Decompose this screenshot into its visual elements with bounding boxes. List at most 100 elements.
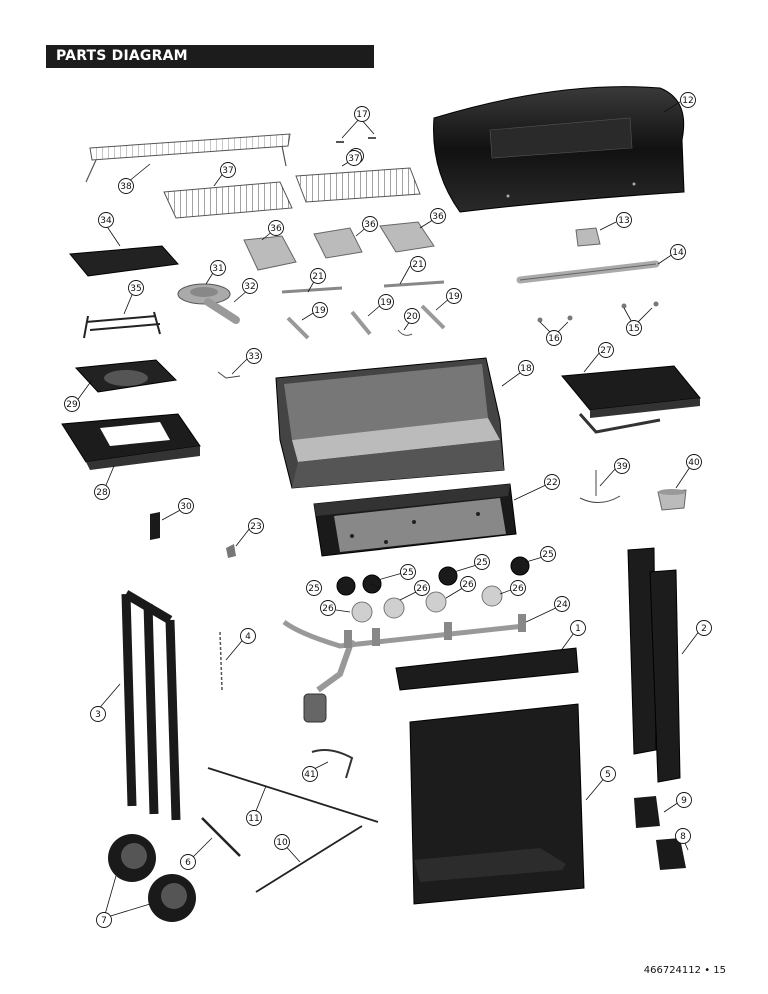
callout-label: 37: [348, 154, 359, 164]
callout-label: 35: [130, 284, 141, 294]
part-electrode: [217, 371, 241, 379]
callout-label: 25: [476, 558, 487, 568]
callout-23: 23: [248, 518, 264, 534]
callout-33: 33: [246, 348, 262, 364]
callout-31: 31: [210, 260, 226, 276]
callout-label: 14: [672, 248, 684, 258]
callout-label: 31: [212, 264, 223, 274]
part-wire: [219, 631, 223, 691]
callout-label: 19: [314, 306, 326, 316]
callout-label: 36: [364, 220, 376, 230]
part-cooking-grate-left: [163, 181, 293, 219]
callout-label: 18: [520, 364, 532, 374]
part-left-leg: [121, 590, 181, 821]
callout-label: 38: [120, 182, 132, 192]
part-bolts: [336, 137, 376, 143]
part-right-shelf: [561, 365, 701, 434]
callout-26: 26: [320, 600, 336, 616]
callout-label: 26: [462, 580, 474, 590]
callout-label: 25: [402, 568, 413, 578]
part-cooking-grate-right: [295, 167, 421, 203]
callout-8: 8: [675, 828, 691, 844]
callout-label: 16: [548, 334, 560, 344]
part-lid: [433, 86, 685, 213]
callout-label: 39: [616, 462, 628, 472]
callout-17: 17: [354, 106, 370, 122]
callout-label: 30: [180, 502, 192, 512]
callout-32: 32: [242, 278, 258, 294]
part-door: [409, 703, 585, 905]
callout-1: 1: [570, 620, 586, 636]
part-screws: [537, 301, 659, 323]
part-firebox: [275, 357, 505, 489]
part-bezels: [351, 585, 503, 623]
callout-label: 32: [244, 282, 255, 292]
part-igniter-wire: [397, 329, 413, 336]
callout-15: 15: [626, 320, 642, 336]
part-foot-upper: [634, 796, 660, 828]
callout-28: 28: [94, 484, 110, 500]
callout-label: 37: [222, 166, 233, 176]
callout-41: 41: [302, 766, 318, 782]
part-burners: [286, 304, 446, 340]
part-axle: [201, 817, 241, 857]
callout-36: 36: [430, 208, 446, 224]
part-igniter-button: [226, 544, 236, 558]
callout-29: 29: [64, 396, 80, 412]
callout-label: 19: [380, 298, 392, 308]
callout-5: 5: [600, 766, 616, 782]
part-manifold: [282, 614, 526, 723]
callout-20: 20: [404, 308, 420, 324]
callout-19: 19: [312, 302, 328, 318]
callout-label: 34: [100, 216, 112, 226]
callout-30: 30: [178, 498, 194, 514]
callout-12: 12: [680, 92, 696, 108]
page-title: PARTS DIAGRAM: [46, 45, 374, 68]
part-temp-gauge: [575, 227, 601, 247]
callout-37: 37: [220, 162, 236, 178]
part-grease-cup: [657, 489, 687, 511]
callout-2: 2: [696, 620, 712, 636]
callout-36: 36: [362, 216, 378, 232]
callout-4: 4: [240, 628, 256, 644]
callout-label: 21: [412, 260, 423, 270]
callout-38: 38: [118, 178, 134, 194]
callout-label: 26: [322, 604, 334, 614]
page-footer: 466724112 • 15: [643, 965, 726, 976]
callout-40: 40: [686, 454, 702, 470]
callout-label: 12: [682, 96, 693, 106]
callout-19: 19: [378, 294, 394, 310]
callout-label: 26: [512, 584, 524, 594]
callout-25: 25: [306, 580, 322, 596]
callout-label: 8: [680, 832, 686, 842]
callout-label: 36: [270, 224, 282, 234]
callout-10: 10: [274, 834, 290, 850]
callout-26: 26: [510, 580, 526, 596]
part-crossover-left: [281, 286, 343, 294]
part-knobs: [336, 556, 530, 596]
part-side-burner-lid: [69, 245, 179, 277]
callout-36: 36: [268, 220, 284, 236]
part-side-burner: [177, 283, 240, 324]
callout-label: 20: [406, 312, 418, 322]
callout-25: 25: [400, 564, 416, 580]
callout-14: 14: [670, 244, 686, 260]
callout-3: 3: [90, 706, 106, 722]
callout-13: 13: [616, 212, 632, 228]
callout-21: 21: [310, 268, 326, 284]
part-foot-lower: [656, 838, 686, 870]
part-tank-hook: [579, 470, 621, 503]
callout-9: 9: [676, 792, 692, 808]
part-right-leg: [627, 547, 681, 783]
callout-11: 11: [246, 810, 262, 826]
callout-label: 1: [575, 624, 581, 634]
callout-label: 33: [248, 352, 259, 362]
part-rod-upper: [207, 767, 379, 823]
part-hose-clip: [311, 749, 354, 779]
callout-label: 4: [245, 632, 251, 642]
callout-25: 25: [474, 554, 490, 570]
callout-7: 7: [96, 912, 112, 928]
callout-label: 5: [605, 770, 611, 780]
part-crossover-right: [383, 280, 445, 288]
